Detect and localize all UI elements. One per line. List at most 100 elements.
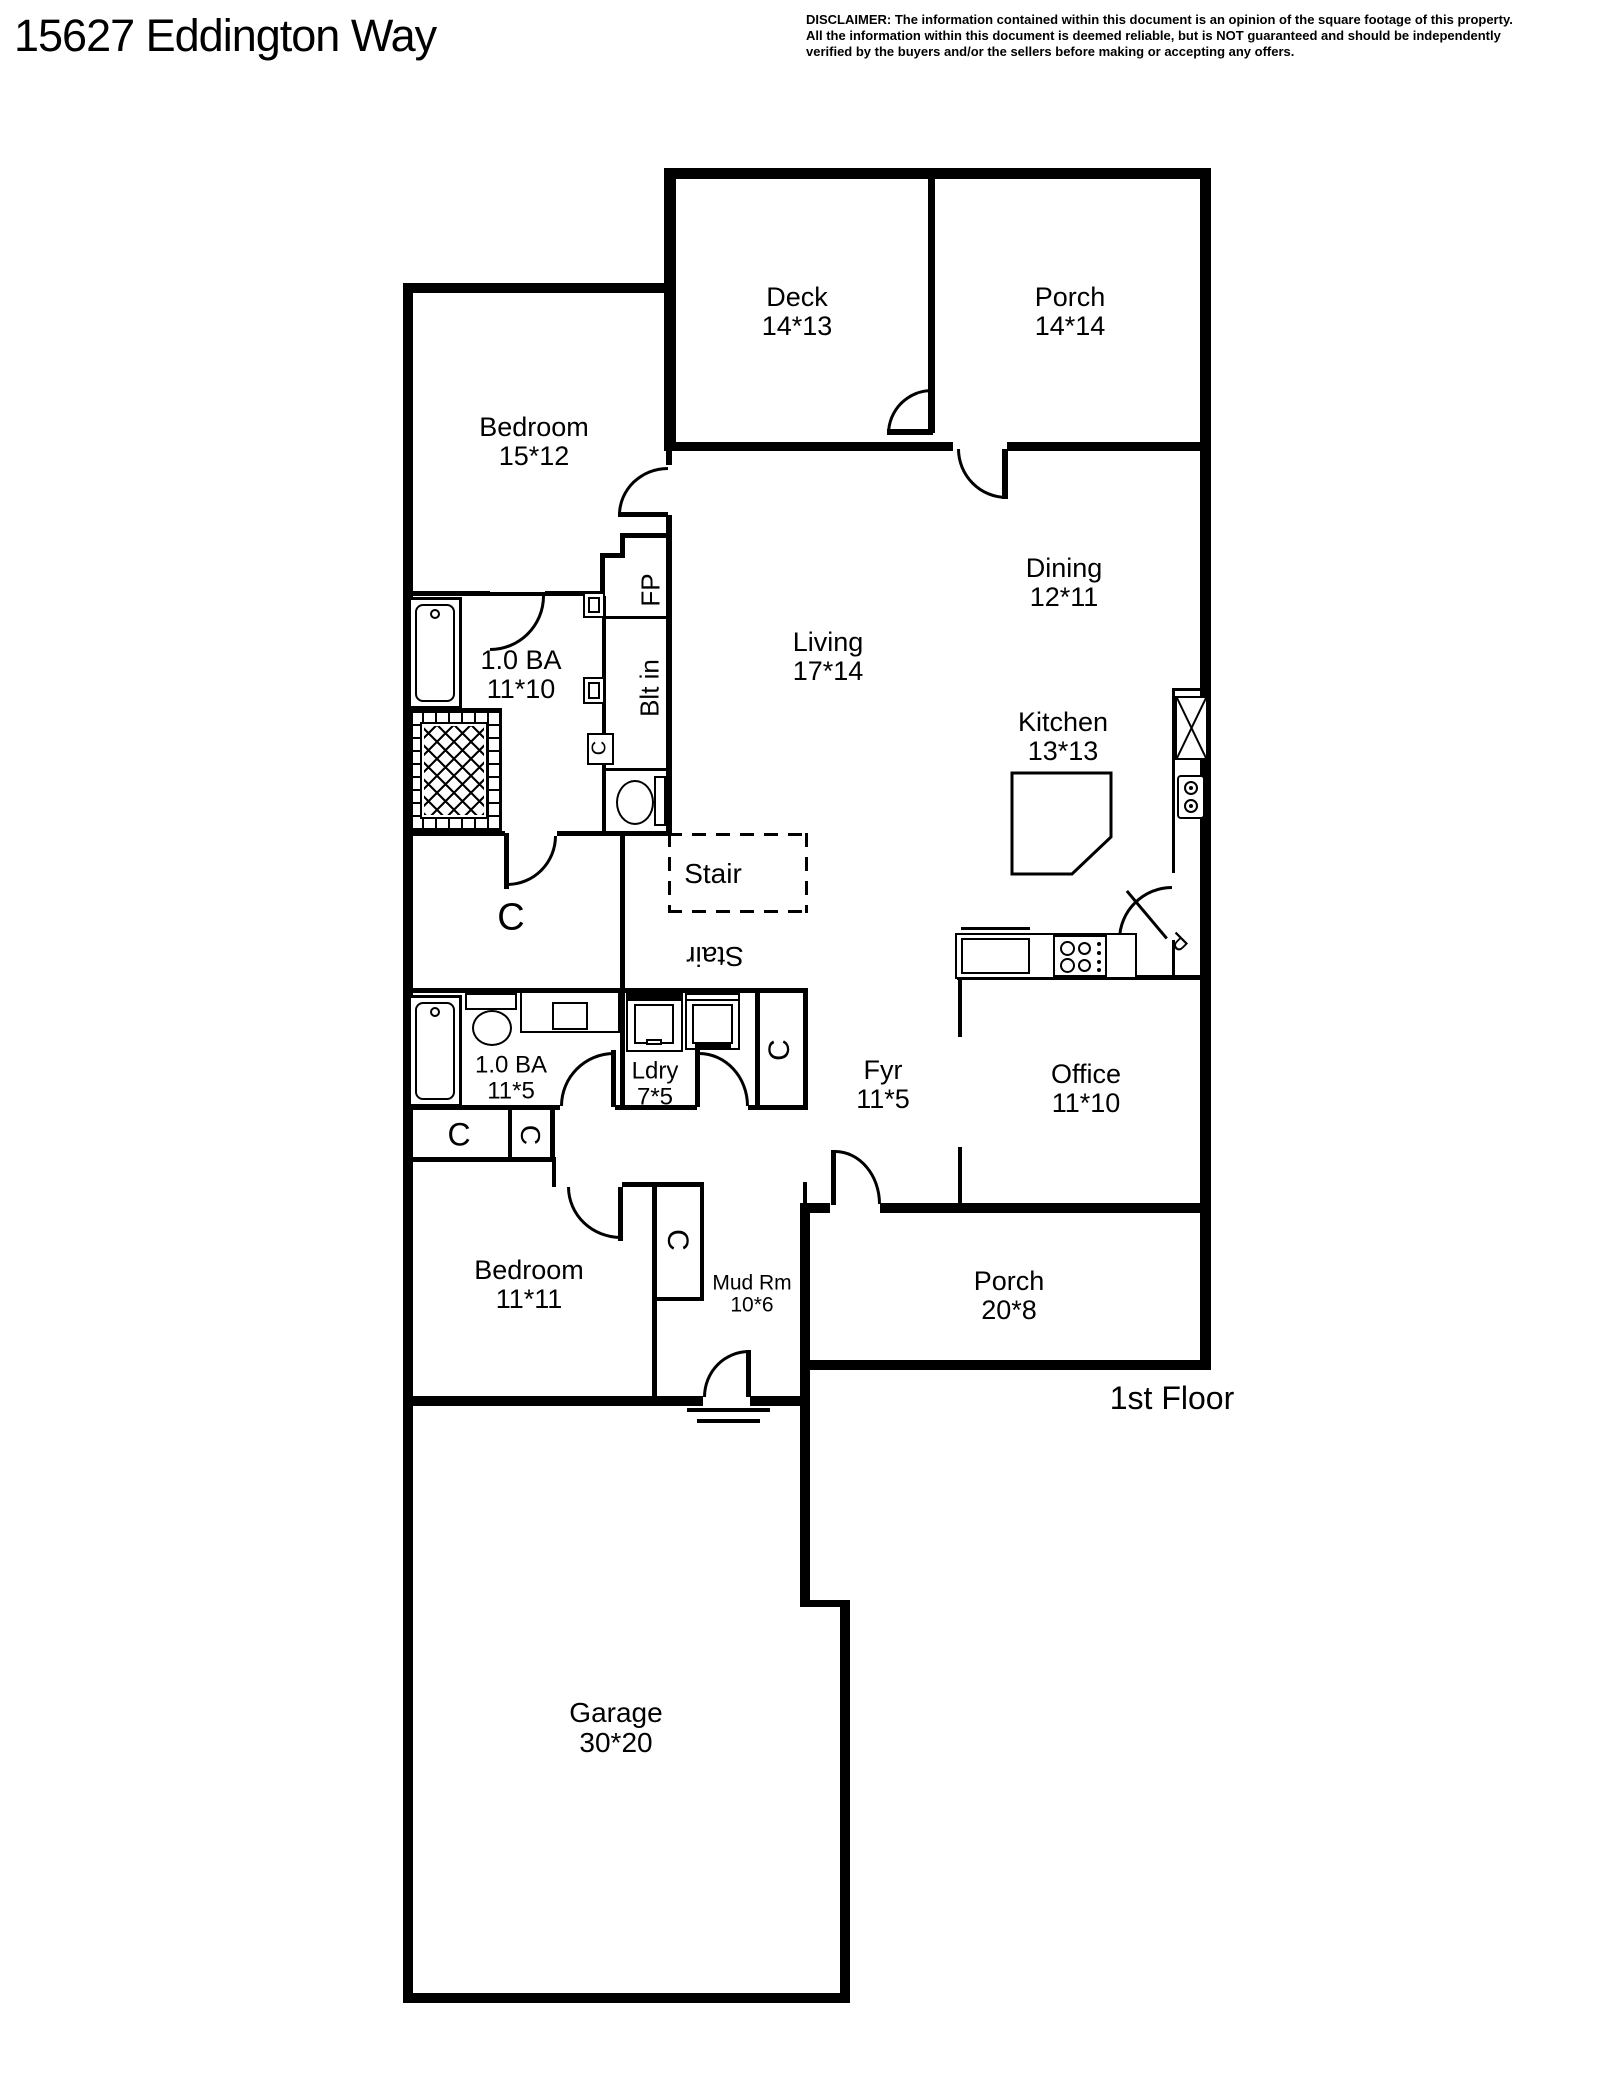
wall-column-left xyxy=(602,596,606,833)
wall-toilet1-divider xyxy=(606,768,666,771)
knob-dot-2 xyxy=(1097,951,1101,955)
wall-bath2-ldry xyxy=(620,988,625,1110)
closet-label-mud: C xyxy=(661,1229,694,1251)
wall-porch2-top-a xyxy=(800,1203,830,1213)
wall-fyr-office-a xyxy=(958,975,962,1037)
closet-label-hall: C xyxy=(497,896,525,939)
closet-label-bathrow: C xyxy=(763,1039,796,1061)
door-leaf-closet xyxy=(504,833,509,889)
door-leaf-bedroom1 xyxy=(618,512,668,517)
room-dims: 11*10 xyxy=(486,674,556,704)
room-dims: 10*6 xyxy=(730,1294,774,1317)
wall-bed1-living-upper xyxy=(666,446,672,465)
closet-label-row2: C xyxy=(515,1124,546,1146)
room-label-deck: Deck 14*13 xyxy=(762,283,833,341)
floor-label: 1st Floor xyxy=(1110,1381,1234,1415)
wall-hall-step xyxy=(552,1157,556,1187)
kitchen-island-symbol xyxy=(1010,771,1113,876)
room-name: Kitchen xyxy=(1017,707,1109,738)
room-dims: 13*13 xyxy=(1027,736,1099,766)
fireplace-label: FP xyxy=(635,573,666,607)
wall-closetrow-right xyxy=(550,1110,555,1162)
room-name: Porch xyxy=(1034,282,1106,313)
wall-bath1-bottom-a xyxy=(403,831,505,836)
wall-closet-right xyxy=(803,988,808,1110)
wall-porch2-bottom xyxy=(800,1360,1211,1370)
dryer-inner xyxy=(692,1004,733,1044)
kitchen-counter-edge xyxy=(961,927,1030,930)
wall-deck-top xyxy=(664,168,1211,179)
knob-dot-1 xyxy=(1097,942,1101,946)
room-label-dining: Dining 12*11 xyxy=(1026,554,1103,612)
disclaimer-line-3: verified by the buyers and/or the seller… xyxy=(806,44,1295,59)
bathtub-1-drain xyxy=(430,609,440,619)
builtin-box-2 xyxy=(583,677,605,704)
wall-bathrow-bottom-b xyxy=(615,1105,697,1110)
room-label-porch-top: Porch 14*14 xyxy=(1035,283,1106,341)
room-name: Deck xyxy=(766,282,828,313)
wall-fp-cap xyxy=(620,533,666,538)
room-dims: 11*5 xyxy=(487,1077,535,1104)
washer-tab xyxy=(646,1039,662,1045)
room-label-office: Office 11*10 xyxy=(1051,1060,1121,1118)
wall-hall-porch-connector xyxy=(803,1182,807,1207)
wall-house-right xyxy=(1200,168,1211,1370)
burner-1 xyxy=(1060,941,1075,956)
door-leaf-bedroom2 xyxy=(618,1187,623,1241)
builtin-box-1-inner xyxy=(588,597,600,613)
room-dims: 30*20 xyxy=(579,1727,653,1758)
door-arc-bedroom2 xyxy=(567,1187,621,1239)
room-name: Bedroom xyxy=(474,1255,584,1286)
room-label-bedroom2: Bedroom 11*11 xyxy=(474,1256,584,1314)
wall-closetrow-divider xyxy=(508,1110,512,1160)
cooktop-symbol xyxy=(1053,935,1107,977)
room-label-foyer: Fyr 11*5 xyxy=(856,1056,910,1114)
wall-bed1-living-lower xyxy=(666,515,672,833)
knob-dot-4 xyxy=(1097,968,1101,972)
room-name: 1.0 BA xyxy=(480,645,562,676)
door-arc-bedroom1 xyxy=(618,467,668,515)
wall-house-left xyxy=(403,283,413,2003)
burner-3 xyxy=(1078,942,1091,955)
refrigerator-symbol xyxy=(1175,696,1208,760)
washer-top-bar xyxy=(628,995,681,1001)
shower-inner xyxy=(420,722,488,819)
refrigerator-x xyxy=(1177,698,1206,758)
room-name: Dining xyxy=(1025,553,1103,584)
burner-2 xyxy=(1060,958,1075,973)
door-leaf-bath1 xyxy=(490,592,547,596)
room-dims: 15*12 xyxy=(498,441,570,471)
oven-dot-2 xyxy=(1189,804,1193,808)
room-name: Living xyxy=(792,627,864,658)
room-dims: 14*14 xyxy=(1034,311,1106,341)
washer-inner xyxy=(634,1004,674,1044)
door-leaf-mudroom xyxy=(746,1350,751,1397)
wall-bath1-top-a xyxy=(408,591,490,596)
room-dims: 14*13 xyxy=(761,311,833,341)
dryer-symbol xyxy=(685,993,740,1050)
wall-fp-left-mid xyxy=(600,553,605,598)
door-arc-bath2 xyxy=(560,1052,614,1106)
sink-counter-symbol xyxy=(520,991,620,1033)
door-arc-bath1 xyxy=(490,596,545,651)
room-dims: 7*5 xyxy=(636,1083,674,1110)
room-label-laundry: Ldry 7*5 xyxy=(632,1058,679,1109)
door-arc-mudroom xyxy=(703,1350,749,1397)
wall-ldry-closet xyxy=(755,988,760,1110)
door-leaf-front xyxy=(831,1150,836,1205)
room-name: Mud Rm xyxy=(712,1271,792,1295)
stairs-outline-left xyxy=(668,833,671,913)
room-name: Ldry xyxy=(631,1057,679,1085)
room-label-bath2: 1.0 BA 11*5 xyxy=(475,1052,547,1103)
room-dims: 20*8 xyxy=(981,1295,1037,1325)
disclaimer-line-2: All the information within this document… xyxy=(806,28,1501,43)
kitchen-cabinet-box xyxy=(961,938,1030,974)
dryer-bottom-bar xyxy=(695,1044,731,1048)
room-dims: 11*10 xyxy=(1051,1088,1121,1118)
wall-porch-left xyxy=(800,1207,810,1607)
room-label-mudroom: Mud Rm 10*6 xyxy=(712,1271,792,1318)
wall-closet-hall xyxy=(620,831,625,993)
sink-basin xyxy=(552,1002,588,1030)
wall-fyr-office-b xyxy=(958,1147,962,1207)
toilet-2-tank xyxy=(465,993,517,1010)
